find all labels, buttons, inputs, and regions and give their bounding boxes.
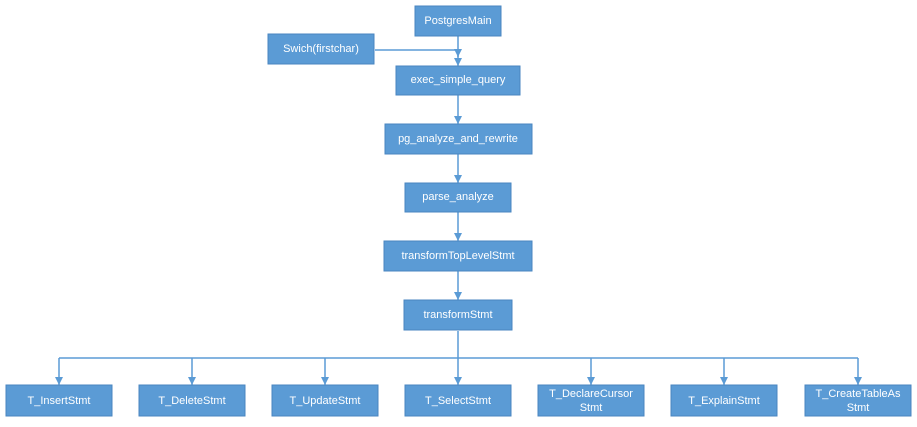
node-label: T_DeleteStmt bbox=[158, 395, 225, 407]
node-label-line-1: T_CreateTableAs bbox=[816, 388, 901, 400]
node-label: T_ExplainStmt bbox=[688, 395, 760, 407]
node-parse-analyze: parse_analyze bbox=[404, 182, 512, 213]
node-label: transformStmt bbox=[423, 309, 492, 321]
node-t-declare-cursor-stmt: T_DeclareCursor Stmt bbox=[537, 384, 645, 417]
node-label-line-1: T_DeclareCursor bbox=[549, 388, 633, 400]
node-swich-firstchar: Swich(firstchar) bbox=[267, 33, 375, 65]
node-label-line-2: Stmt bbox=[847, 402, 870, 414]
node-t-insert-stmt: T_InsertStmt bbox=[5, 384, 113, 417]
node-transform-stmt: transformStmt bbox=[403, 299, 513, 331]
node-t-explain-stmt: T_ExplainStmt bbox=[670, 384, 778, 417]
node-t-delete-stmt: T_DeleteStmt bbox=[138, 384, 246, 417]
node-label: exec_simple_query bbox=[411, 74, 506, 86]
node-label: T_SelectStmt bbox=[425, 395, 491, 407]
node-label-line-2: Stmt bbox=[580, 402, 603, 414]
node-label: pg_analyze_and_rewrite bbox=[398, 133, 518, 145]
node-pg-analyze-and-rewrite: pg_analyze_and_rewrite bbox=[384, 123, 533, 155]
node-label: T_InsertStmt bbox=[28, 395, 91, 407]
node-label: Swich(firstchar) bbox=[283, 43, 359, 55]
node-transform-top-level-stmt: transformTopLevelStmt bbox=[383, 240, 533, 272]
node-t-create-table-as-stmt: T_CreateTableAs Stmt bbox=[804, 384, 912, 417]
node-label: parse_analyze bbox=[422, 191, 494, 203]
node-label: PostgresMain bbox=[424, 15, 491, 27]
edge-swich-to-exec bbox=[375, 49, 462, 57]
node-exec-simple-query: exec_simple_query bbox=[395, 65, 521, 96]
node-label: transformTopLevelStmt bbox=[401, 250, 514, 262]
edges bbox=[55, 36, 862, 385]
node-t-select-stmt: T_SelectStmt bbox=[404, 384, 512, 417]
node-postgres-main: PostgresMain bbox=[414, 5, 502, 37]
node-t-update-stmt: T_UpdateStmt bbox=[271, 384, 379, 417]
node-label: T_UpdateStmt bbox=[290, 395, 361, 407]
